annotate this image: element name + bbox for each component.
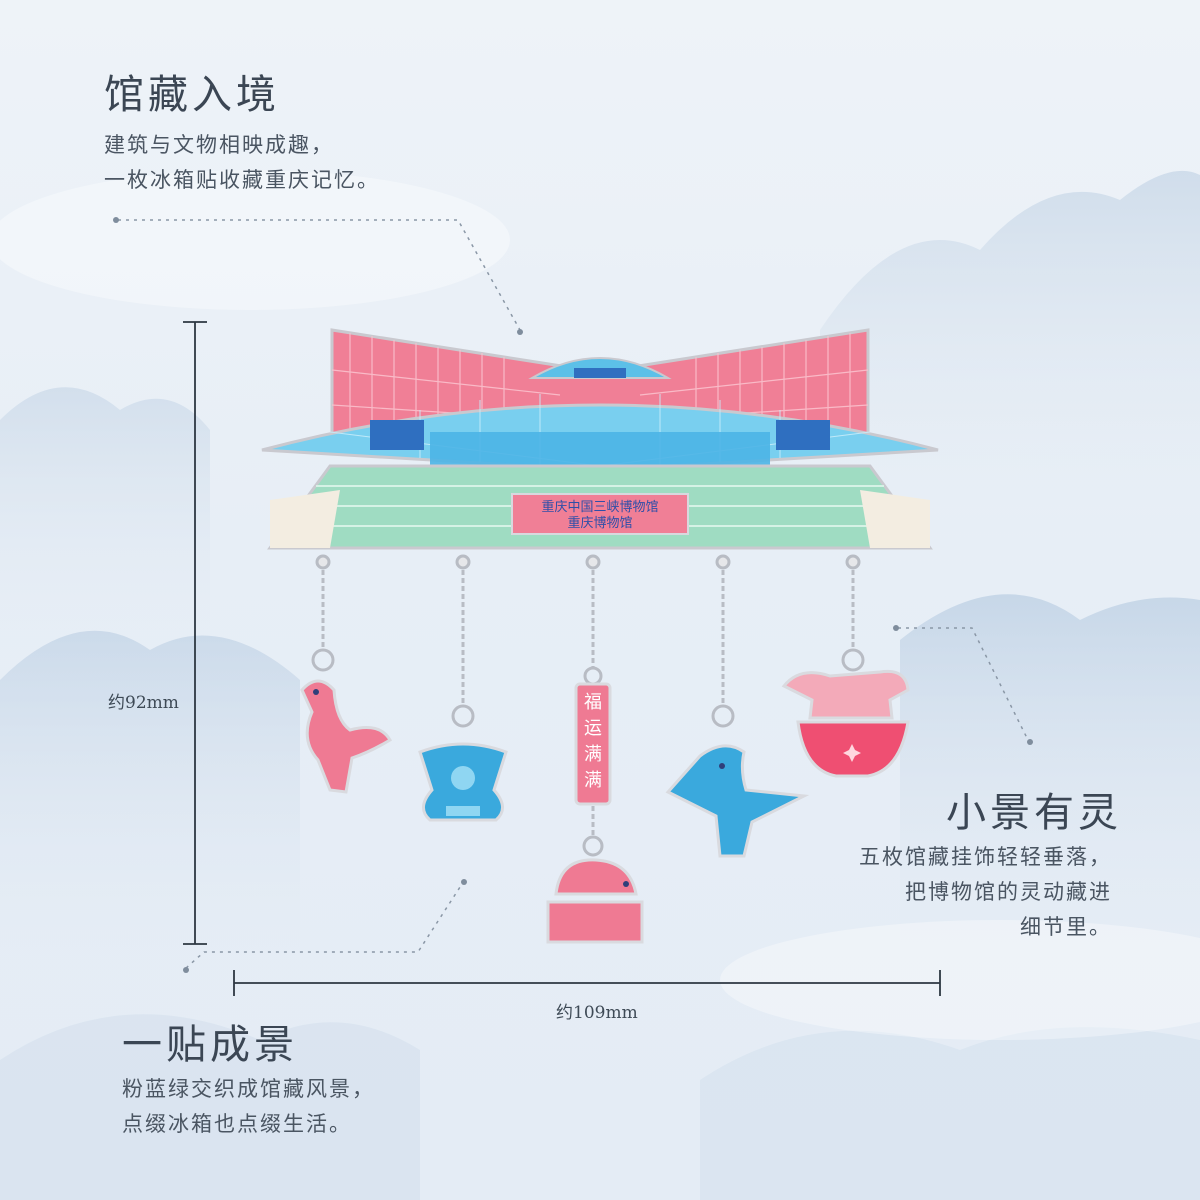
width-dimension-label: 约109mm (556, 1003, 638, 1023)
section-title-top: 馆藏入境 (104, 72, 280, 118)
museum-building: 重庆中国三峡博物馆 重庆博物馆 (261, 328, 939, 550)
height-dimension-label: 约92mm (108, 693, 179, 713)
building-sign-line2: 重庆博物馆 (567, 515, 632, 531)
plaque-char: 满 (584, 744, 602, 765)
charm-plaque: 福 运 满 满 (574, 682, 612, 806)
plaque-char: 满 (584, 770, 602, 791)
charm-turtle-seal (546, 858, 644, 944)
text-line: 粉蓝绿交织成馆藏风景， (122, 1077, 375, 1101)
charm-pink-bowl (781, 669, 910, 778)
text-line: 一枚冰箱贴收藏重庆记忆。 (104, 168, 380, 192)
text-line: 建筑与文物相映成趣， (104, 133, 334, 157)
chains (311, 554, 865, 857)
leader-lines (118, 219, 1029, 969)
text-line: 五枚馆藏挂饰轻轻垂落， (859, 845, 1112, 869)
section-text-bottom: 粉蓝绿交织成馆藏风景， 点缀冰箱也点缀生活。 (122, 1072, 375, 1142)
section-text-right: 五枚馆藏挂饰轻轻垂落， 把博物馆的灵动藏进 细节里。 (859, 840, 1112, 945)
charm-pink-bird (300, 679, 393, 794)
plaque-char: 运 (584, 718, 602, 739)
charm-blue-bird (665, 744, 810, 858)
section-title-right: 小景有灵 (946, 790, 1122, 836)
plaque-char: 福 (584, 692, 602, 713)
section-text-top: 建筑与文物相映成趣， 一枚冰箱贴收藏重庆记忆。 (104, 128, 380, 198)
section-title-bottom: 一贴成景 (122, 1022, 298, 1068)
text-line: 点缀冰箱也点缀生活。 (122, 1112, 352, 1136)
charm-blue-vessel (418, 742, 508, 822)
text-line: 把博物馆的灵动藏进 (905, 880, 1112, 904)
text-line: 细节里。 (1020, 915, 1112, 939)
building-sign-line1: 重庆中国三峡博物馆 (541, 499, 658, 515)
